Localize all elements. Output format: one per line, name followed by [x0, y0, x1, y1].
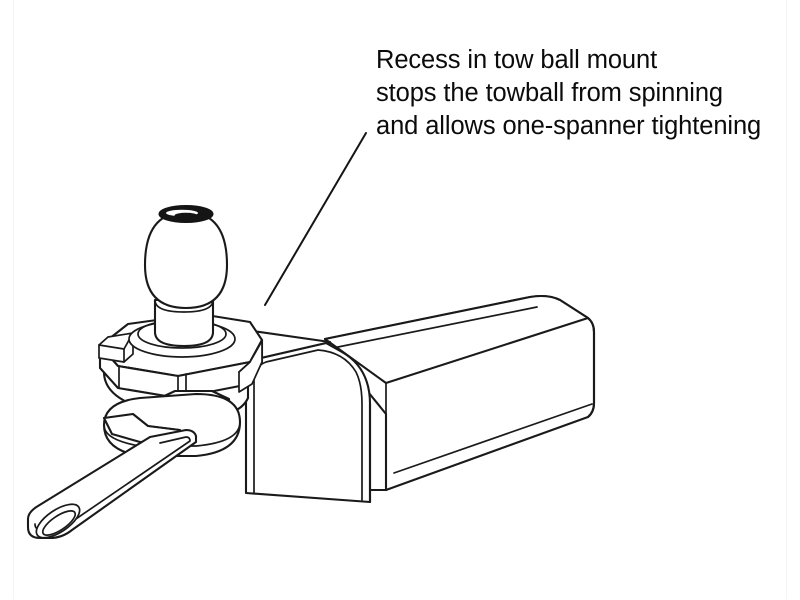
annotation-line-1: Recess in tow ball mount — [376, 46, 658, 74]
spanner — [26, 392, 242, 540]
spanner-hang-hole — [35, 503, 81, 539]
hitch-bar — [323, 294, 596, 492]
annotation-line-2: stops the towball from spinning — [376, 79, 724, 107]
tow-ball-neck — [153, 298, 215, 348]
annotation-line-3: and allows one-spanner tightening — [376, 112, 762, 140]
tow-ball — [143, 205, 229, 310]
leader-line — [264, 132, 367, 306]
recess-annotation: Recess in tow ball mount stops the towba… — [376, 44, 800, 143]
